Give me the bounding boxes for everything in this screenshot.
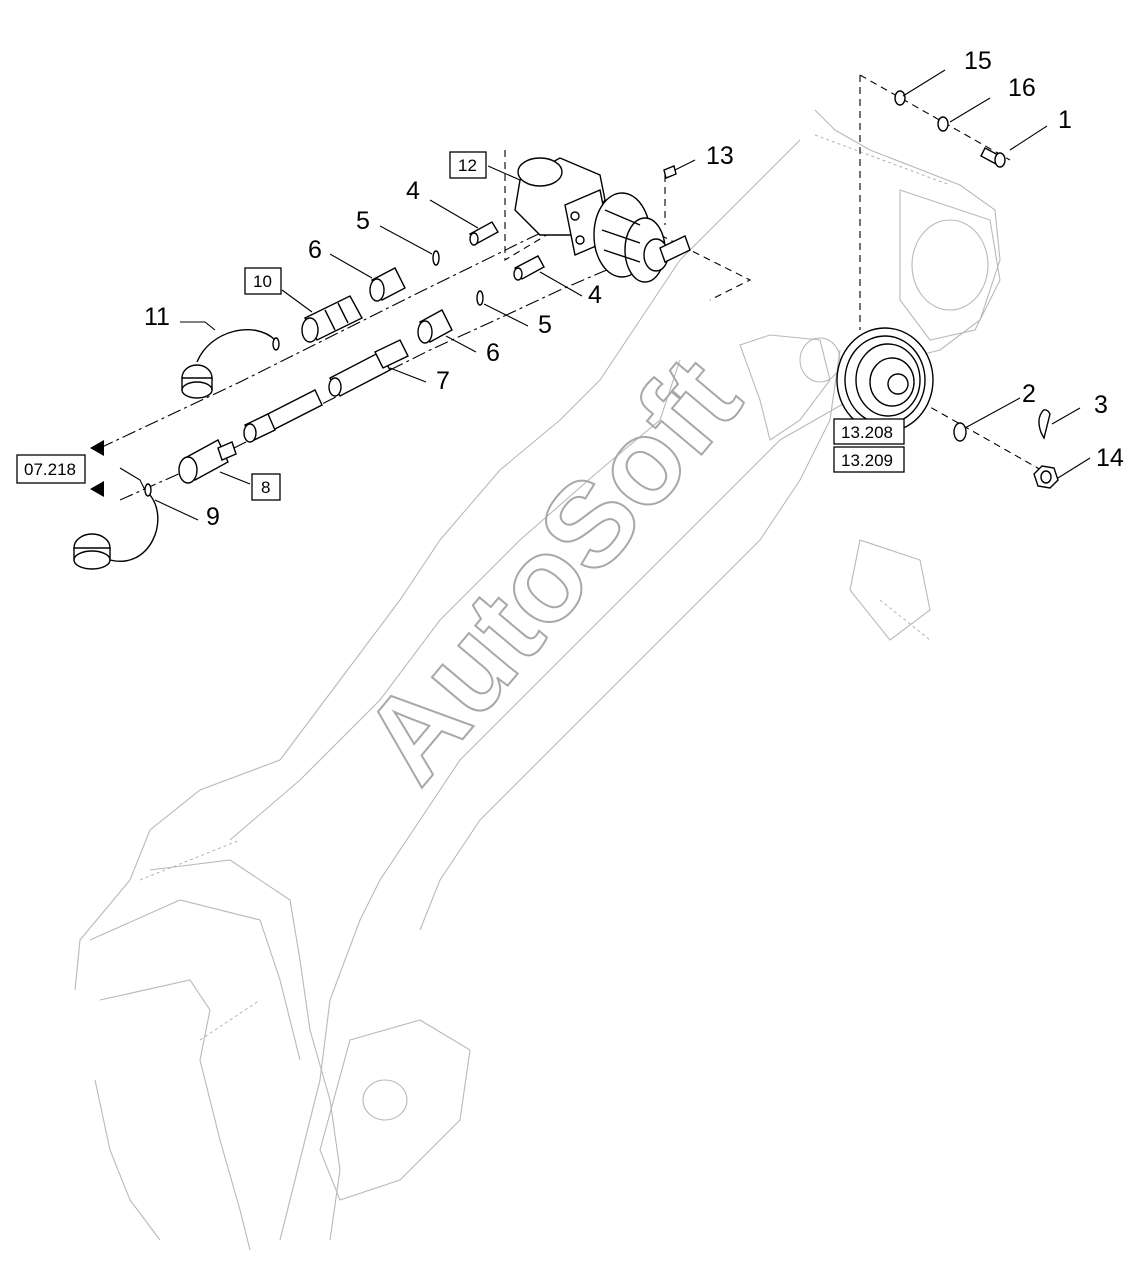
machine-frame (74, 109, 1001, 1251)
boxed-ref-8: 8 (251, 473, 281, 501)
dust-cap-9 (73, 483, 159, 570)
hose-7 (243, 339, 409, 443)
boxed-ref-13-209: 13.209 (833, 446, 905, 473)
svg-text:8: 8 (261, 478, 270, 497)
callout-6-upper: 6 (308, 236, 322, 264)
svg-text:10: 10 (253, 272, 272, 291)
key-13 (663, 165, 677, 179)
nut-14 (1033, 465, 1059, 489)
quick-coupler-8 (178, 439, 237, 484)
hydraulic-motor (514, 157, 691, 283)
callout-4-lower: 4 (588, 281, 602, 309)
callout-14: 14 (1096, 444, 1124, 472)
washer-2 (953, 422, 967, 442)
callout-13: 13 (706, 142, 734, 170)
callout-16: 16 (1008, 74, 1036, 102)
fitting-4-lower (513, 255, 545, 281)
callout-4-upper: 4 (406, 177, 420, 205)
bolt-1 (980, 147, 1006, 168)
washer-16 (937, 116, 949, 132)
pulley (836, 327, 934, 433)
callout-15: 15 (964, 47, 992, 75)
callout-6-lower: 6 (486, 339, 500, 367)
callout-1: 1 (1058, 106, 1072, 134)
adapter-6-upper (369, 267, 406, 302)
boxed-ref-10: 10 (244, 267, 282, 295)
boxed-ref-07-218: 07.218 (16, 454, 86, 484)
dust-cap-11 (181, 328, 280, 399)
fitting-4-upper (469, 221, 499, 246)
callout-9: 9 (206, 503, 220, 531)
seal-5-upper (432, 250, 440, 266)
washer-15 (894, 90, 906, 106)
callout-5-upper: 5 (356, 207, 370, 235)
svg-text:12: 12 (458, 156, 477, 175)
cotter-pin-3 (1038, 409, 1051, 440)
seal-5-lower (476, 290, 484, 306)
callout-11: 11 (144, 303, 170, 331)
boxed-ref-13-208: 13.208 (833, 418, 905, 445)
quick-coupler-10 (301, 295, 363, 343)
callout-7: 7 (436, 367, 450, 395)
boxed-ref-12: 12 (449, 151, 487, 179)
callout-5-lower: 5 (538, 311, 552, 339)
svg-text:07.218: 07.218 (24, 460, 76, 479)
leader-lines (119, 69, 1091, 521)
callout-2: 2 (1022, 380, 1036, 408)
boxed-references: 12 10 8 07.218 13.208 13.209 (16, 151, 905, 501)
callout-numbers: 1 2 3 4 4 5 5 6 6 7 9 11 13 14 15 16 (144, 47, 1124, 531)
callout-3: 3 (1094, 391, 1108, 419)
watermark-text: AutoSoft (337, 333, 765, 807)
adapter-6-lower (417, 309, 453, 344)
svg-text:13.209: 13.209 (841, 451, 893, 470)
reference-arrows (90, 440, 104, 497)
svg-text:13.208: 13.208 (841, 423, 893, 442)
